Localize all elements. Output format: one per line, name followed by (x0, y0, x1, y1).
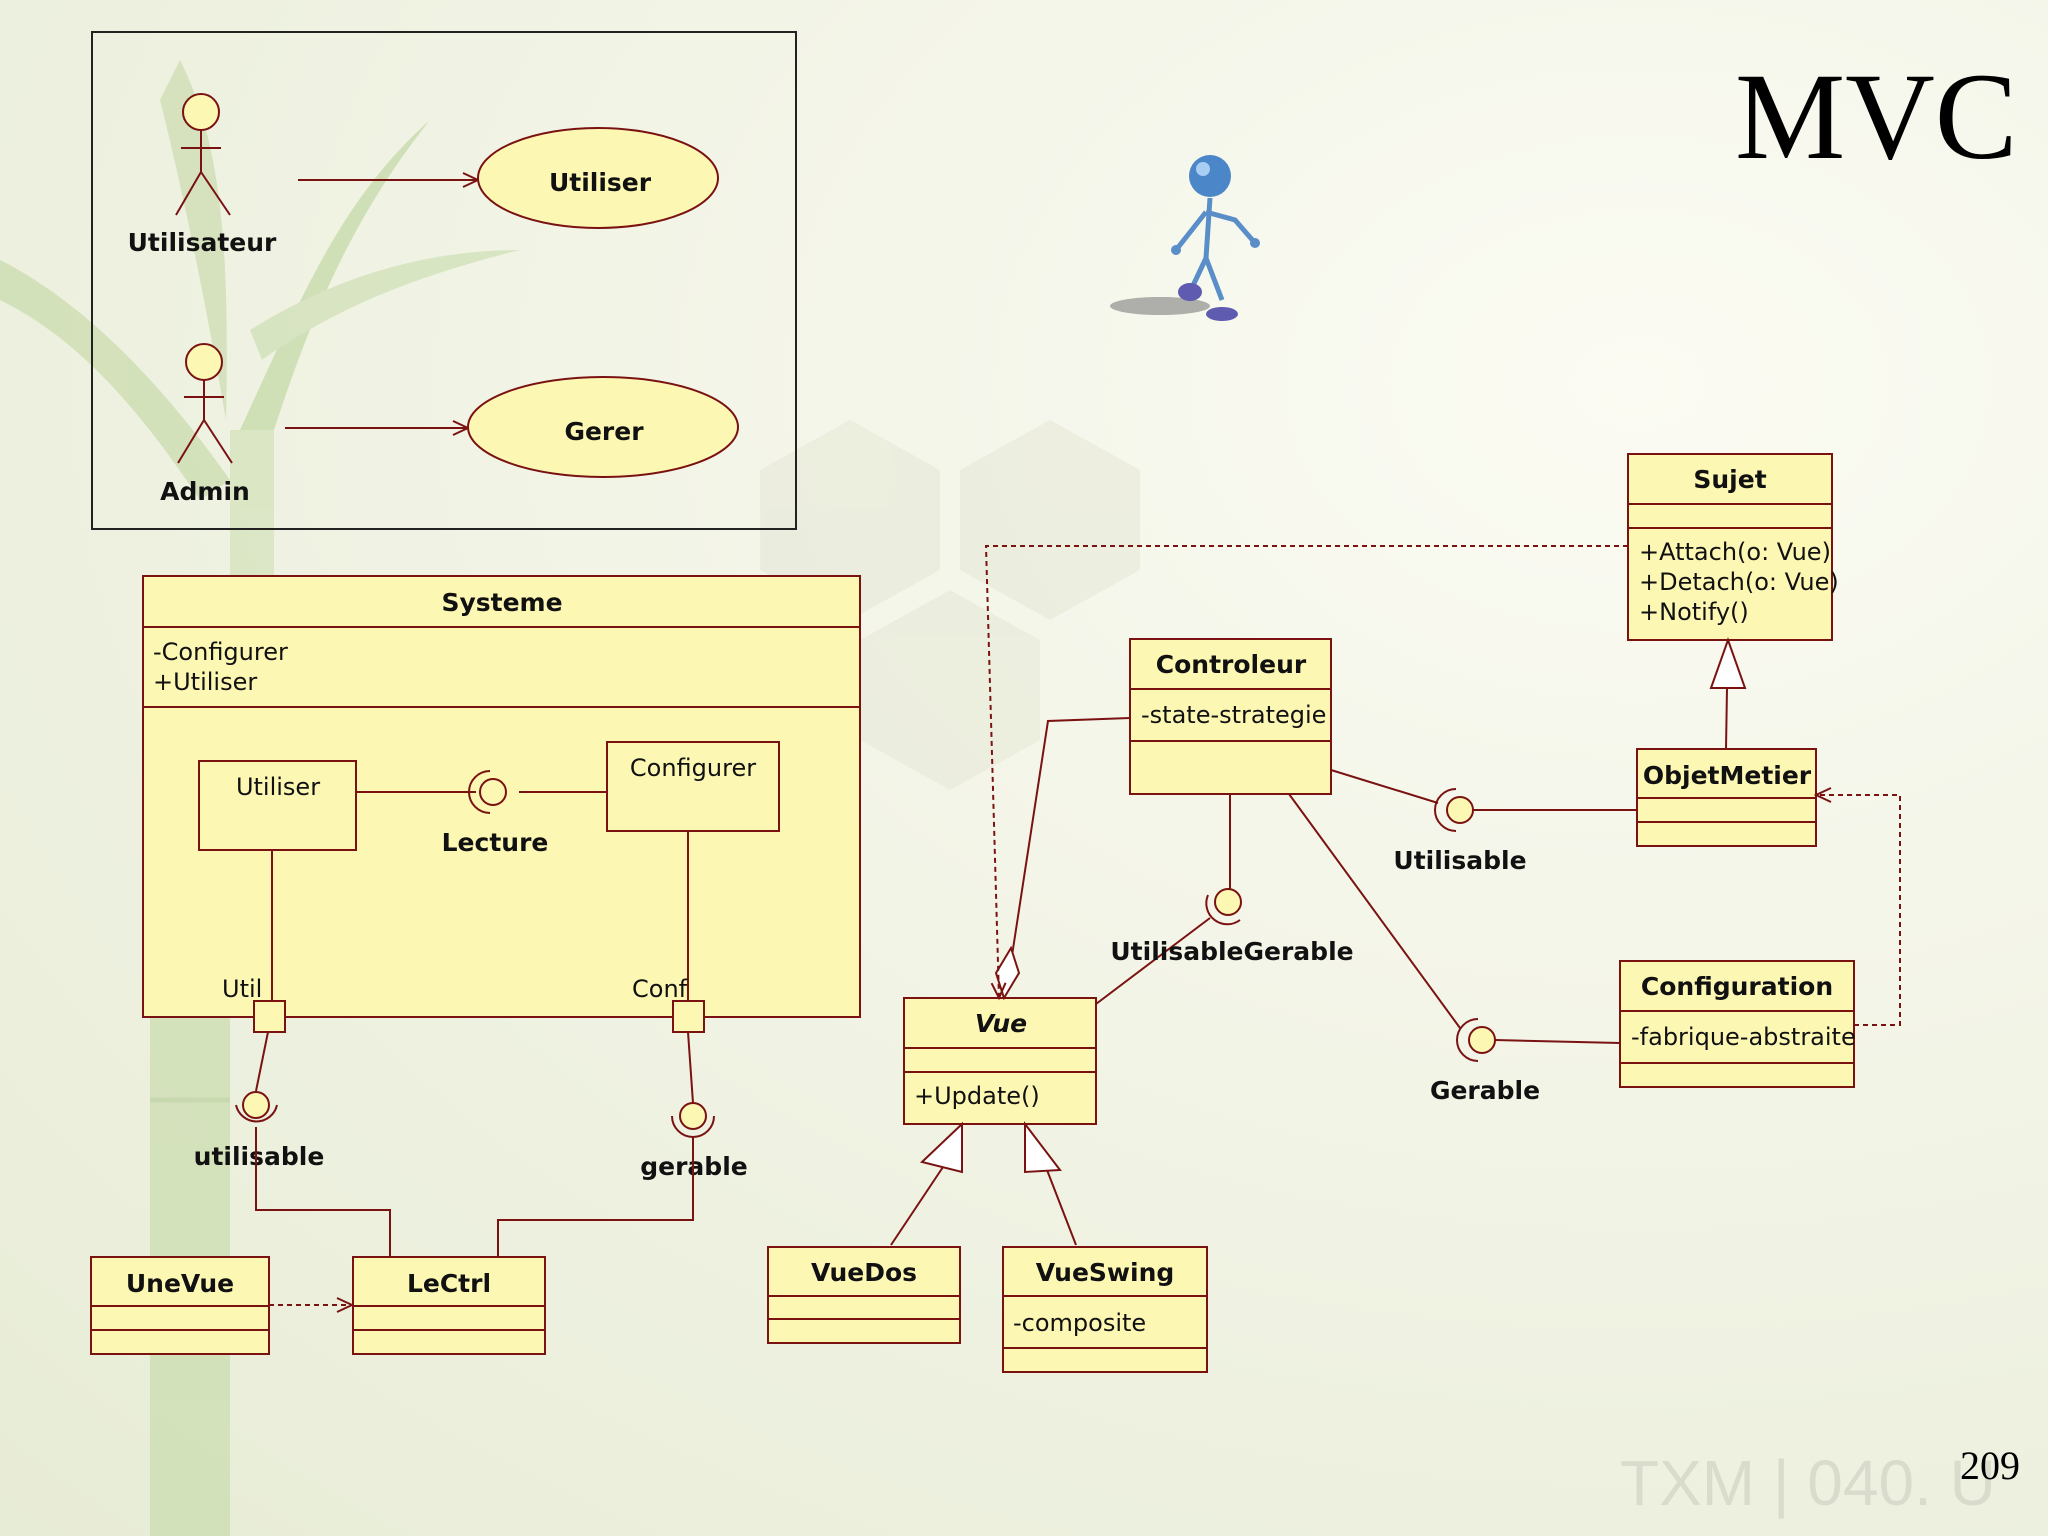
class-vueswing[interactable]: VueSwing -composite (1002, 1246, 1208, 1373)
utilisable-label: Utilisable (1393, 846, 1526, 875)
systeme-attr-configurer: -Configurer (153, 638, 288, 666)
hexagon-decoration (760, 420, 1140, 790)
actor-admin-label: Admin (160, 477, 250, 506)
utilisable-gerable-label: UtilisableGerable (1110, 937, 1353, 966)
class-controleur-attr: -state-strategie (1141, 701, 1326, 729)
port-util-label: Util (222, 975, 262, 1003)
class-lectrl[interactable]: LeCtrl (352, 1256, 546, 1355)
systeme-attr-utiliser: +Utiliser (153, 668, 257, 696)
generalization-vuedos-vue (919, 1121, 963, 1174)
class-vue-method: +Update() (914, 1082, 1040, 1110)
class-sujet[interactable]: Sujet +Attach(o: Vue) +Detach(o: Vue) +N… (1627, 453, 1839, 641)
part-configurer-label: Configurer (630, 754, 756, 782)
class-vuedos[interactable]: VueDos (767, 1246, 961, 1344)
use-case-frame (91, 31, 797, 530)
port-conf[interactable] (672, 1000, 705, 1033)
class-lectrl-name: LeCtrl (407, 1269, 491, 1298)
dependency-sujet-vue (984, 545, 1628, 1001)
class-unevue-name: UneVue (126, 1269, 234, 1298)
lecture-interface-label: Lecture (442, 828, 549, 857)
utilisable-provided-ball[interactable] (1446, 796, 1474, 824)
actor-utilisateur[interactable] (175, 93, 231, 216)
port-util[interactable] (253, 1000, 286, 1033)
class-unevue[interactable]: UneVue (90, 1256, 270, 1355)
lecture-interface-ball[interactable] (479, 778, 507, 806)
class-objetmetier[interactable]: ObjetMetier (1636, 748, 1817, 847)
gerable-provided-ball[interactable] (1468, 1026, 1496, 1054)
systeme-title: Systeme (441, 588, 562, 617)
class-vuedos-name: VueDos (811, 1258, 917, 1287)
class-configuration-attr: -fabrique-abstraite (1631, 1023, 1856, 1051)
class-sujet-method-detach: +Detach(o: Vue) (1639, 568, 1839, 596)
gerable-label: Gerable (1430, 1076, 1540, 1105)
class-vue[interactable]: Vue +Update() (903, 997, 1097, 1125)
watermark: TXM | 040. U (1620, 1447, 1996, 1519)
utilisable-interface-ball[interactable] (242, 1091, 270, 1119)
part-utiliser-label: Utiliser (236, 773, 320, 801)
dependency-configuration-objetmetier (1813, 787, 1901, 1026)
class-sujet-method-notify: +Notify() (1639, 598, 1749, 626)
class-sujet-name: Sujet (1693, 465, 1766, 494)
slide-title: MVC (1735, 48, 2018, 185)
class-sujet-method-attach: +Attach(o: Vue) (1639, 538, 1831, 566)
utilisable-interface-label: utilisable (194, 1142, 325, 1171)
class-vueswing-attr: -composite (1013, 1309, 1146, 1337)
class-objetmetier-name: ObjetMetier (1643, 761, 1812, 790)
systeme-component: Systeme -Configurer +Utiliser Utiliser C… (142, 575, 861, 1257)
generalization-vueswing-vue (1024, 1121, 1062, 1174)
use-case-gerer[interactable] (467, 376, 739, 478)
part-configurer[interactable] (606, 741, 780, 832)
generalization-objetmetier-sujet (1709, 637, 1747, 689)
robot-figure-icon (1110, 155, 1260, 321)
page-number: 209 (1960, 1443, 2020, 1488)
part-utiliser[interactable] (198, 760, 357, 851)
class-controleur-name: Controleur (1156, 650, 1307, 679)
class-controleur[interactable]: Controleur -state-strategie (1129, 638, 1332, 795)
port-conf-label: Conf (632, 975, 688, 1003)
class-vue-name: Vue (975, 1009, 1027, 1038)
utilisable-gerable-ball[interactable] (1214, 888, 1242, 916)
use-case-utiliser-label: Utiliser (549, 168, 652, 197)
class-configuration-name: Configuration (1641, 972, 1833, 1001)
actor-admin[interactable] (177, 343, 233, 464)
use-case-gerer-label: Gerer (564, 417, 644, 446)
use-case-diagram: Utilisateur Admin Utiliser Gerer (91, 31, 797, 530)
aggregation-diamond (994, 945, 1021, 1001)
gerable-interface-ball[interactable] (679, 1102, 707, 1130)
class-configuration[interactable]: Configuration -fabrique-abstraite (1619, 960, 1856, 1088)
actor-utilisateur-label: Utilisateur (128, 228, 277, 257)
aggregation-controleur-vue (1010, 717, 1131, 963)
use-case-utiliser[interactable] (477, 127, 719, 229)
class-vueswing-name: VueSwing (1036, 1258, 1175, 1287)
